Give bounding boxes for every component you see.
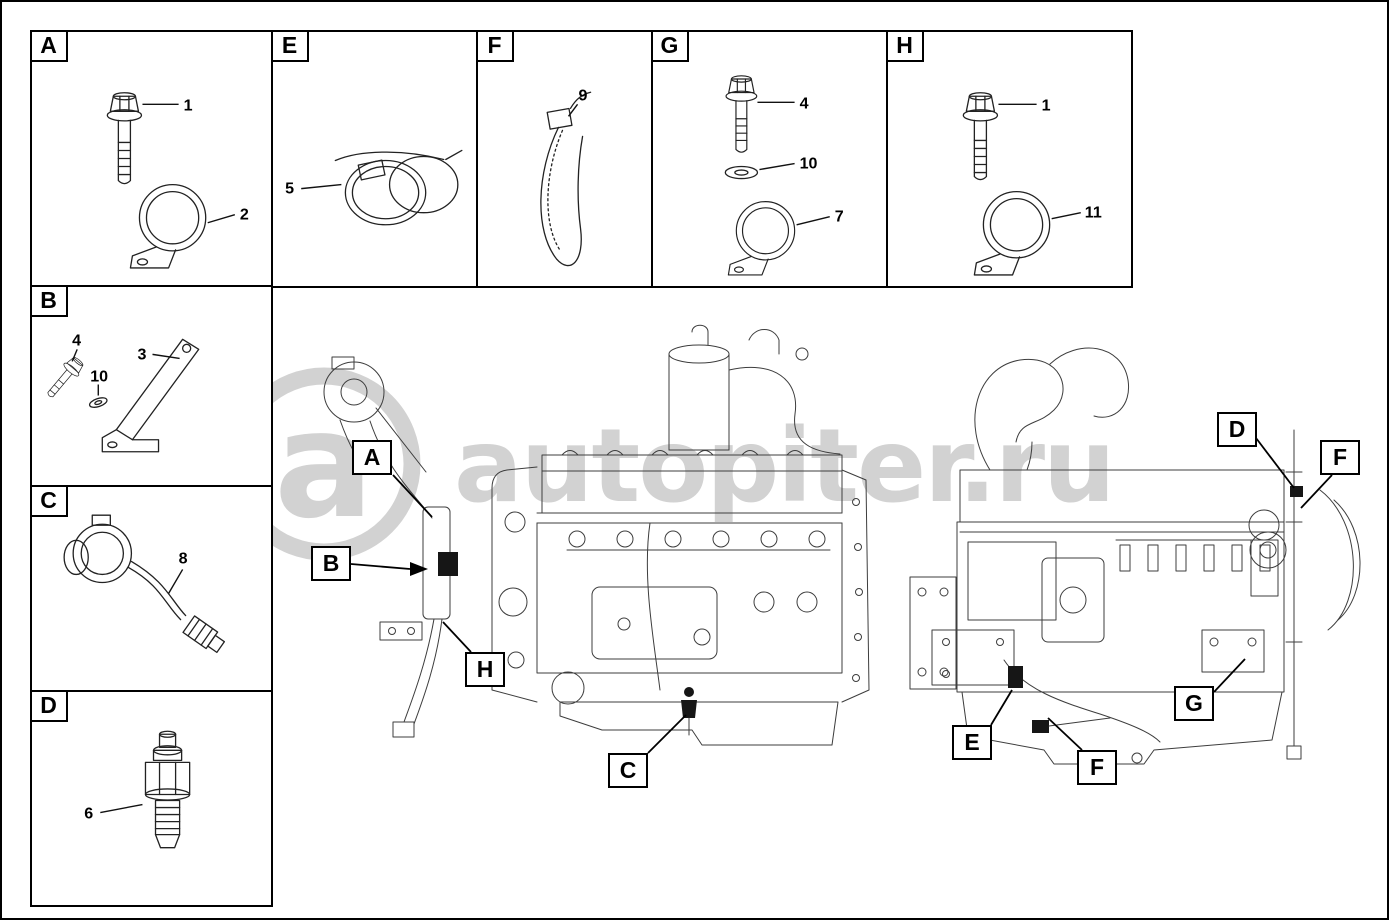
part-label: 1 bbox=[1042, 96, 1051, 114]
panel-b: B 4 10 3 bbox=[29, 284, 273, 487]
panel-d-drawing: 6 bbox=[84, 730, 191, 849]
callout-a: A bbox=[352, 440, 392, 475]
panel-e-drawing: 5 bbox=[285, 149, 463, 226]
washer-icon bbox=[88, 397, 108, 408]
washer-icon bbox=[724, 165, 759, 180]
callout-f-right: F bbox=[1320, 440, 1360, 475]
part-label: 9 bbox=[579, 86, 588, 104]
temperature-sensor-icon bbox=[144, 730, 191, 849]
part-label: 4 bbox=[800, 94, 809, 112]
callout-c: C bbox=[608, 753, 648, 788]
panel-f-letter: F bbox=[475, 29, 514, 62]
callout-d: D bbox=[1217, 412, 1257, 447]
part-label: 10 bbox=[90, 367, 108, 385]
part-label: 7 bbox=[835, 208, 844, 226]
part-label: 4 bbox=[72, 331, 81, 349]
sensor-with-cable-icon bbox=[63, 514, 225, 654]
panel-g: G 4 10 7 bbox=[650, 29, 888, 288]
callout-g: G bbox=[1174, 686, 1214, 721]
part-label: 3 bbox=[137, 345, 146, 363]
part-label: 6 bbox=[84, 805, 93, 823]
panel-e-letter: E bbox=[270, 29, 309, 62]
panel-a-drawing: 1 2 bbox=[106, 92, 249, 269]
left-engine-drawing bbox=[323, 324, 870, 746]
panel-h: H 1 11 bbox=[885, 29, 1133, 288]
panel-e: E 5 bbox=[270, 29, 478, 288]
part-label: 5 bbox=[285, 180, 294, 198]
bolt-icon bbox=[47, 357, 84, 398]
watermark-text: autopiter.ru bbox=[454, 407, 1114, 526]
panel-f-drawing: 9 bbox=[540, 86, 592, 267]
callout-leaders bbox=[350, 437, 1333, 754]
callout-e: E bbox=[952, 725, 992, 760]
part-label: 1 bbox=[184, 96, 193, 114]
bracket-icon bbox=[101, 338, 200, 453]
watermark: a autopiter.ru bbox=[227, 367, 1116, 561]
panel-f: F 9 bbox=[475, 29, 653, 288]
right-engine-drawing bbox=[909, 347, 1361, 765]
panel-h-drawing: 1 11 bbox=[962, 92, 1102, 276]
panel-a: A 1 2 bbox=[29, 29, 273, 288]
bolt-icon bbox=[725, 75, 758, 153]
panel-g-letter: G bbox=[650, 29, 689, 62]
bolt-icon bbox=[106, 92, 143, 185]
callout-b: B bbox=[311, 546, 351, 581]
clamp-icon bbox=[727, 201, 796, 276]
part-label: 11 bbox=[1085, 204, 1102, 222]
panel-c: C 8 bbox=[29, 484, 273, 692]
callout-f-bottom: F bbox=[1077, 750, 1117, 785]
panel-d-letter: D bbox=[29, 689, 68, 722]
part-label: 2 bbox=[240, 206, 249, 224]
panel-b-drawing: 4 10 3 bbox=[47, 331, 200, 453]
panel-c-drawing: 8 bbox=[63, 514, 225, 654]
panel-g-drawing: 4 10 7 bbox=[724, 75, 844, 276]
part-label: 10 bbox=[800, 155, 818, 173]
clamp-icon bbox=[973, 190, 1051, 276]
cable-tie-icon bbox=[540, 91, 592, 267]
clamp-icon bbox=[129, 183, 207, 269]
cable-clip-icon bbox=[334, 149, 463, 226]
panel-h-letter: H bbox=[885, 29, 924, 62]
panel-a-letter: A bbox=[29, 29, 68, 62]
panel-b-letter: B bbox=[29, 284, 68, 317]
callout-h: H bbox=[465, 652, 505, 687]
bolt-icon bbox=[962, 92, 999, 181]
part-label: 8 bbox=[179, 549, 188, 567]
panel-c-letter: C bbox=[29, 484, 68, 517]
panel-d: D 6 bbox=[29, 689, 273, 907]
